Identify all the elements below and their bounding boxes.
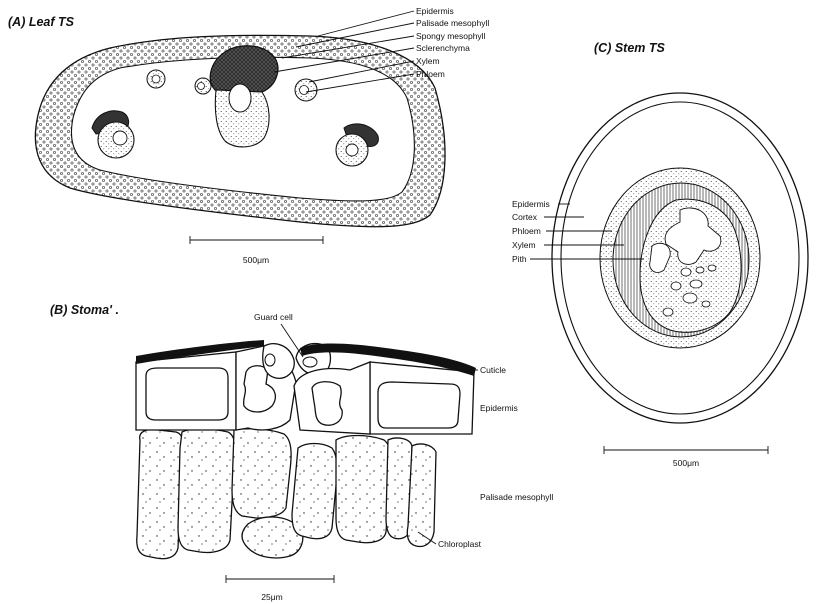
vascular-bundle-small-3 [295,79,317,101]
stem-label-pith: Pith [512,254,527,264]
stem-scale-bar [604,446,768,454]
vascular-bundle-small-1 [147,70,165,88]
leaf-label-sclerenchyma: Sclerenchyma [416,43,470,53]
stoma-title: (B) Stoma' . [50,303,119,317]
leaf-scale-bar [190,236,323,244]
leaf-label-palisade: Palisade mesophyll [416,18,489,28]
stoma-label-chloroplast: Chloroplast [438,539,482,549]
leaf-ts-panel: (A) Leaf TS [8,6,489,265]
stoma-label-epidermis: Epidermis [480,403,518,413]
leaf-label-spongy: Spongy mesophyll [416,31,486,41]
stoma-label-cuticle: Cuticle [480,365,506,375]
leaf-label-epidermis: Epidermis [416,6,454,16]
stem-label-cortex: Cortex [512,212,538,222]
stoma-scale-label: 25μm [261,592,282,602]
vascular-bundle-small-2 [195,78,211,94]
leaf-label-xylem: Xylem [416,56,440,66]
stem-label-xylem: Xylem [512,240,536,250]
stem-ts-title: (C) Stem TS [594,41,666,55]
leaf-ts-title: (A) Leaf TS [8,15,75,29]
leaf-label-phloem: Phloem [416,69,445,79]
stoma-panel: (B) Stoma' . [50,303,553,602]
stoma-label-guard-cell: Guard cell [254,312,293,322]
stem-label-epidermis: Epidermis [512,199,550,209]
stoma-scale-bar [226,575,334,583]
guard-cell-complex [236,344,370,434]
palisade-cells [137,429,436,559]
leaf-leader-epidermis [318,11,414,36]
stem-label-phloem: Phloem [512,226,541,236]
leaf-scale-label: 500μm [243,255,269,265]
stem-ts-panel: (C) Stem TS Epidermis Cortex Phloem Xyle… [512,41,808,468]
stem-scale-label: 500μm [673,458,699,468]
stoma-label-palisade: Palisade mesophyll [480,492,553,502]
